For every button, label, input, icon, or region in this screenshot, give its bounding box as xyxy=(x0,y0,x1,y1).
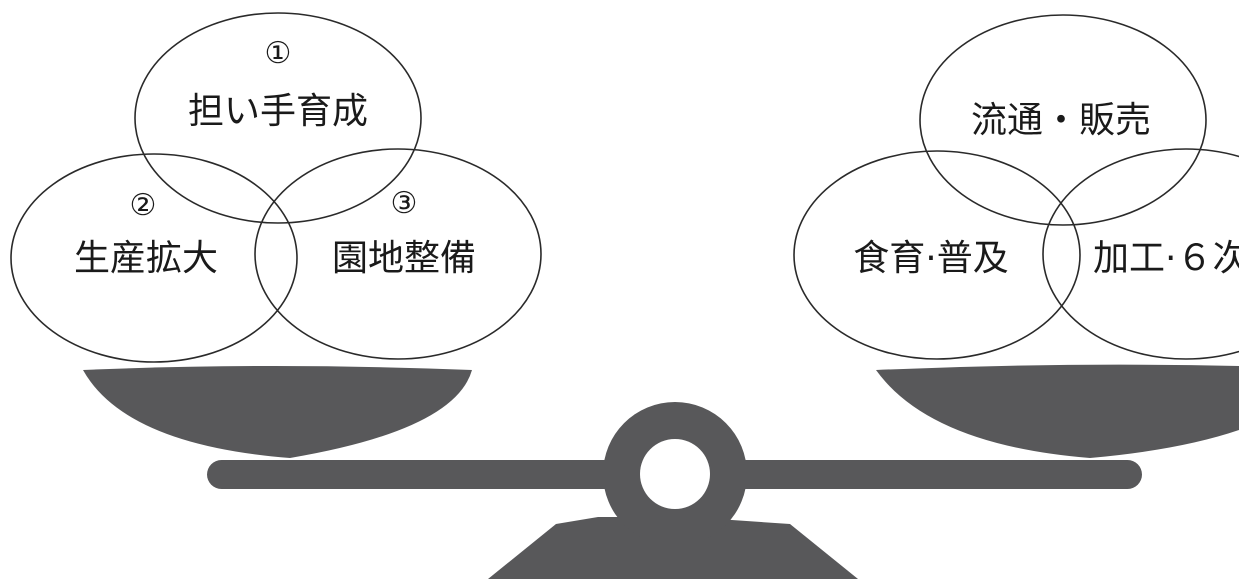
left-circle-bottom-right xyxy=(254,148,542,360)
left-circle-top xyxy=(134,12,422,224)
left-top-label: 担い手育成 xyxy=(188,91,368,132)
left-bottom-left-number: ② xyxy=(130,188,157,223)
right-top-label: 流通・販売 xyxy=(971,100,1151,141)
left-circle-bottom-left xyxy=(10,153,298,363)
right-circle-top xyxy=(919,14,1207,226)
right-circle-bottom-left xyxy=(793,150,1081,360)
balance-scale xyxy=(83,364,1239,579)
left-top-number: ① xyxy=(265,36,292,71)
right-bottom-right-label: 加工·６次 xyxy=(1093,238,1239,279)
scale-base xyxy=(488,517,858,579)
right-bottom-left-label: 食育·普及 xyxy=(853,238,1008,279)
right-venn-group: 流通・販売 食育·普及 加工·６次 xyxy=(793,14,1239,360)
left-venn-group: ① 担い手育成 ② 生産拡大 ③ 園地整備 xyxy=(10,12,542,363)
right-circle-bottom-right xyxy=(1042,148,1239,360)
left-bottom-right-label: 園地整備 xyxy=(332,238,476,279)
left-pan xyxy=(83,366,472,458)
left-bottom-right-number: ③ xyxy=(391,186,418,221)
scale-pivot-hole xyxy=(640,439,710,509)
left-bottom-left-label: 生産拡大 xyxy=(74,238,218,279)
right-pan xyxy=(876,364,1239,458)
